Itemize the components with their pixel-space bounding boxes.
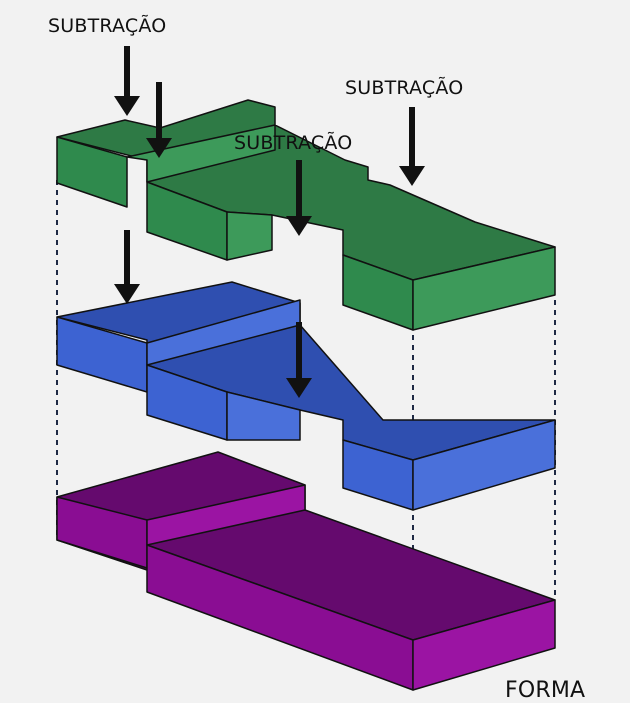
- green-top: [56, 99, 556, 281]
- green-front-left: [56, 136, 128, 208]
- blue-form-layer: [56, 281, 556, 511]
- green-form-layer: [56, 99, 556, 331]
- arrow-down-icon: [286, 160, 312, 236]
- arrow-down-icon: [114, 230, 140, 304]
- green-side-mid: [226, 211, 273, 261]
- arrow-down-icon: [114, 46, 140, 116]
- purple-form-layer: [56, 451, 556, 691]
- subtraction-label-3: SUBTRAÇÃO: [234, 132, 353, 154]
- purple-side-left: [146, 484, 306, 546]
- arrow-down-icon: [286, 322, 312, 398]
- subtraction-label-1: SUBTRAÇÃO: [48, 15, 167, 37]
- form-label: FORMA: [505, 678, 586, 703]
- purple-side-main: [412, 599, 556, 691]
- blue-side-mid: [226, 391, 301, 441]
- subtraction-arrows: [114, 46, 425, 398]
- subtraction-label-2: SUBTRAÇÃO: [345, 77, 464, 99]
- arrow-down-icon: [399, 107, 425, 186]
- green-side-left: [126, 124, 276, 183]
- green-side-right: [412, 246, 556, 331]
- arrow-down-icon: [146, 82, 172, 158]
- blue-side-right: [412, 419, 556, 511]
